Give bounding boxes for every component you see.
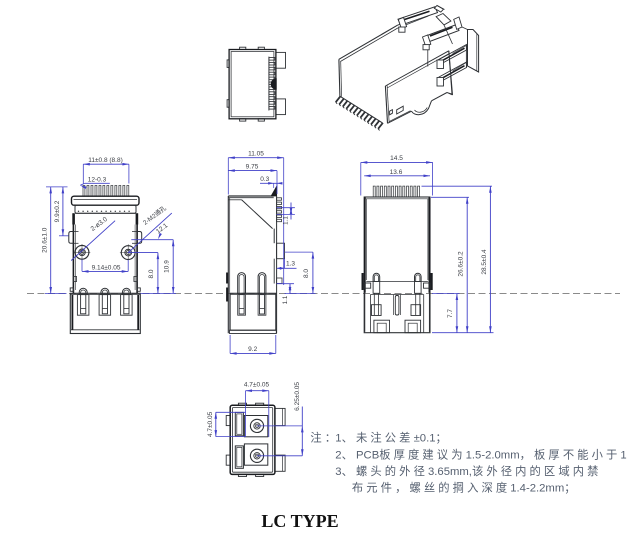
svg-text:13.6: 13.6 (390, 169, 403, 176)
svg-text:9.2: 9.2 (248, 346, 257, 353)
svg-text:8.0: 8.0 (303, 269, 310, 278)
svg-text:1.1: 1.1 (283, 216, 290, 225)
svg-text:3、螺头的外径3.65mm,该外径内的区域内禁: 3、螺头的外径3.65mm,该外径内的区域内禁 (335, 464, 601, 478)
svg-text:0.3: 0.3 (260, 176, 269, 183)
svg-text:14.5: 14.5 (390, 155, 403, 162)
svg-text:2、PCB板厚度建议为1.5-2.0mm，板厚不能小于1.4: 2、PCB板厚度建议为1.5-2.0mm，板厚不能小于1.4mm； (335, 448, 627, 462)
svg-text:4.7±0.05: 4.7±0.05 (244, 382, 270, 389)
svg-text:1.3: 1.3 (286, 260, 295, 267)
svg-text:9.14±0.05: 9.14±0.05 (92, 264, 121, 271)
svg-text:4.7±0.05: 4.7±0.05 (207, 411, 214, 437)
svg-text:11.05: 11.05 (248, 151, 264, 158)
svg-text:10.9: 10.9 (164, 260, 171, 273)
svg-text:1、未注公差±0.1；: 1、未注公差±0.1； (335, 431, 450, 445)
svg-text:LC TYPE: LC TYPE (261, 511, 338, 531)
svg-text:布元件，螺丝的掆入深度1.4-2.2mm；: 布元件，螺丝的掆入深度1.4-2.2mm； (352, 481, 579, 495)
svg-text:9.9±0.2: 9.9±0.2 (54, 200, 61, 222)
svg-text:28.5±0.4: 28.5±0.4 (481, 249, 488, 275)
svg-text:12-0.3: 12-0.3 (88, 176, 107, 183)
svg-text:26.6±0.2: 26.6±0.2 (458, 251, 465, 277)
svg-text:6.25±0.05: 6.25±0.05 (294, 382, 301, 411)
svg-text:注：: 注： (310, 431, 339, 445)
svg-text:7.7: 7.7 (447, 309, 454, 318)
svg-text:1.1: 1.1 (282, 295, 289, 304)
svg-text:20.6±1.0: 20.6±1.0 (42, 227, 49, 253)
svg-text:9.75: 9.75 (246, 164, 259, 171)
svg-text:8.0: 8.0 (148, 269, 155, 278)
svg-text:11±0.8 (8.8): 11±0.8 (8.8) (88, 157, 123, 164)
